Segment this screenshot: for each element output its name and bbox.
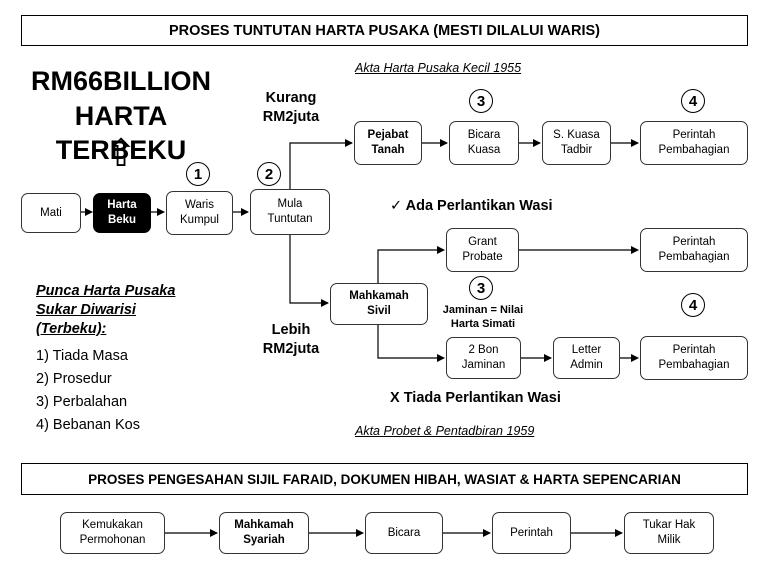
- step-3-badge: 3: [469, 89, 493, 113]
- note-jaminan: Jaminan = Nilai Harta Simati: [442, 304, 524, 330]
- cause-item: 3) Perbalahan: [36, 394, 128, 410]
- node-tukar-hak-milik: Tukar Hak Milik: [624, 512, 714, 554]
- bottom-title: PROSES PENGESAHAN SIJIL FARAID, DOKUMEN …: [21, 463, 748, 495]
- node-perintah-pembahagian: Perintah Pembahagian: [640, 121, 748, 165]
- step-1-badge: 1: [186, 162, 210, 186]
- label-without-executor: X Tiada Perlantikan Wasi: [390, 390, 561, 406]
- act-probate: Akta Probet & Pentadbiran 1959: [355, 424, 535, 438]
- node-kemukakan-permohonan: Kemukakan Permohonan: [60, 512, 165, 554]
- node-bicara: Bicara: [365, 512, 443, 554]
- node-perintah-pembahagian-admin: Perintah Pembahagian: [640, 336, 748, 380]
- arrow-mahkamah-grant: [377, 246, 445, 285]
- arrow-mula-pejabat: [289, 139, 353, 189]
- node-waris-kumpul: Waris Kumpul: [166, 191, 233, 235]
- node-mahkamah-syariah: Mahkamah Syariah: [219, 512, 309, 554]
- arrow-mula-mahkamah: [289, 235, 329, 307]
- causes-title: Punca Harta Pusaka Sukar Diwarisi (Terbe…: [36, 283, 176, 337]
- step-4-court-badge: 4: [681, 293, 705, 317]
- threshold-less: Kurang RM2juta: [262, 90, 320, 125]
- threshold-more: Lebih RM2juta: [262, 322, 320, 357]
- node-mati: Mati: [21, 193, 81, 233]
- node-perintah: Perintah: [492, 512, 571, 554]
- node-mula-tuntutan: Mula Tuntutan: [250, 189, 330, 235]
- node-grant-probate: Grant Probate: [446, 228, 519, 272]
- node-bicara-kuasa: Bicara Kuasa: [449, 121, 519, 165]
- act-small-estate: Akta Harta Pusaka Kecil 1955: [355, 61, 522, 75]
- node-letter-admin: Letter Admin: [553, 337, 620, 379]
- step-2-badge: 2: [257, 162, 281, 186]
- cause-item: 1) Tiada Masa: [36, 348, 128, 364]
- up-arrow-icon: ⇧: [105, 133, 137, 175]
- node-mahkamah-sivil: Mahkamah Sivil: [330, 283, 428, 325]
- node-harta-beku: Harta Beku: [93, 193, 151, 233]
- causes-list: 1) Tiada Masa 2) Prosedur 3) Perbalahan …: [36, 345, 140, 437]
- headline-frozen: HARTA TERBEKU: [55, 101, 187, 165]
- node-s-kuasa-tadbir: S. Kuasa Tadbir: [542, 121, 611, 165]
- step-4-badge: 4: [681, 89, 705, 113]
- node-pejabat-tanah: Pejabat Tanah: [354, 121, 422, 165]
- label-with-executor: ✓ Ada Perlantikan Wasi: [390, 198, 553, 214]
- cause-item: 4) Bebanan Kos: [36, 417, 140, 433]
- arrow-mahkamah-bon: [377, 325, 445, 362]
- step-3-court-badge: 3: [469, 276, 493, 300]
- top-title: PROSES TUNTUTAN HARTA PUSAKA (MESTI DILA…: [21, 15, 748, 46]
- headline-amount: RM66BILLION: [30, 66, 211, 96]
- node-bon-jaminan: 2 Bon Jaminan: [446, 337, 521, 379]
- node-perintah-pembahagian-probate: Perintah Pembahagian: [640, 228, 748, 272]
- cause-item: 2) Prosedur: [36, 371, 112, 387]
